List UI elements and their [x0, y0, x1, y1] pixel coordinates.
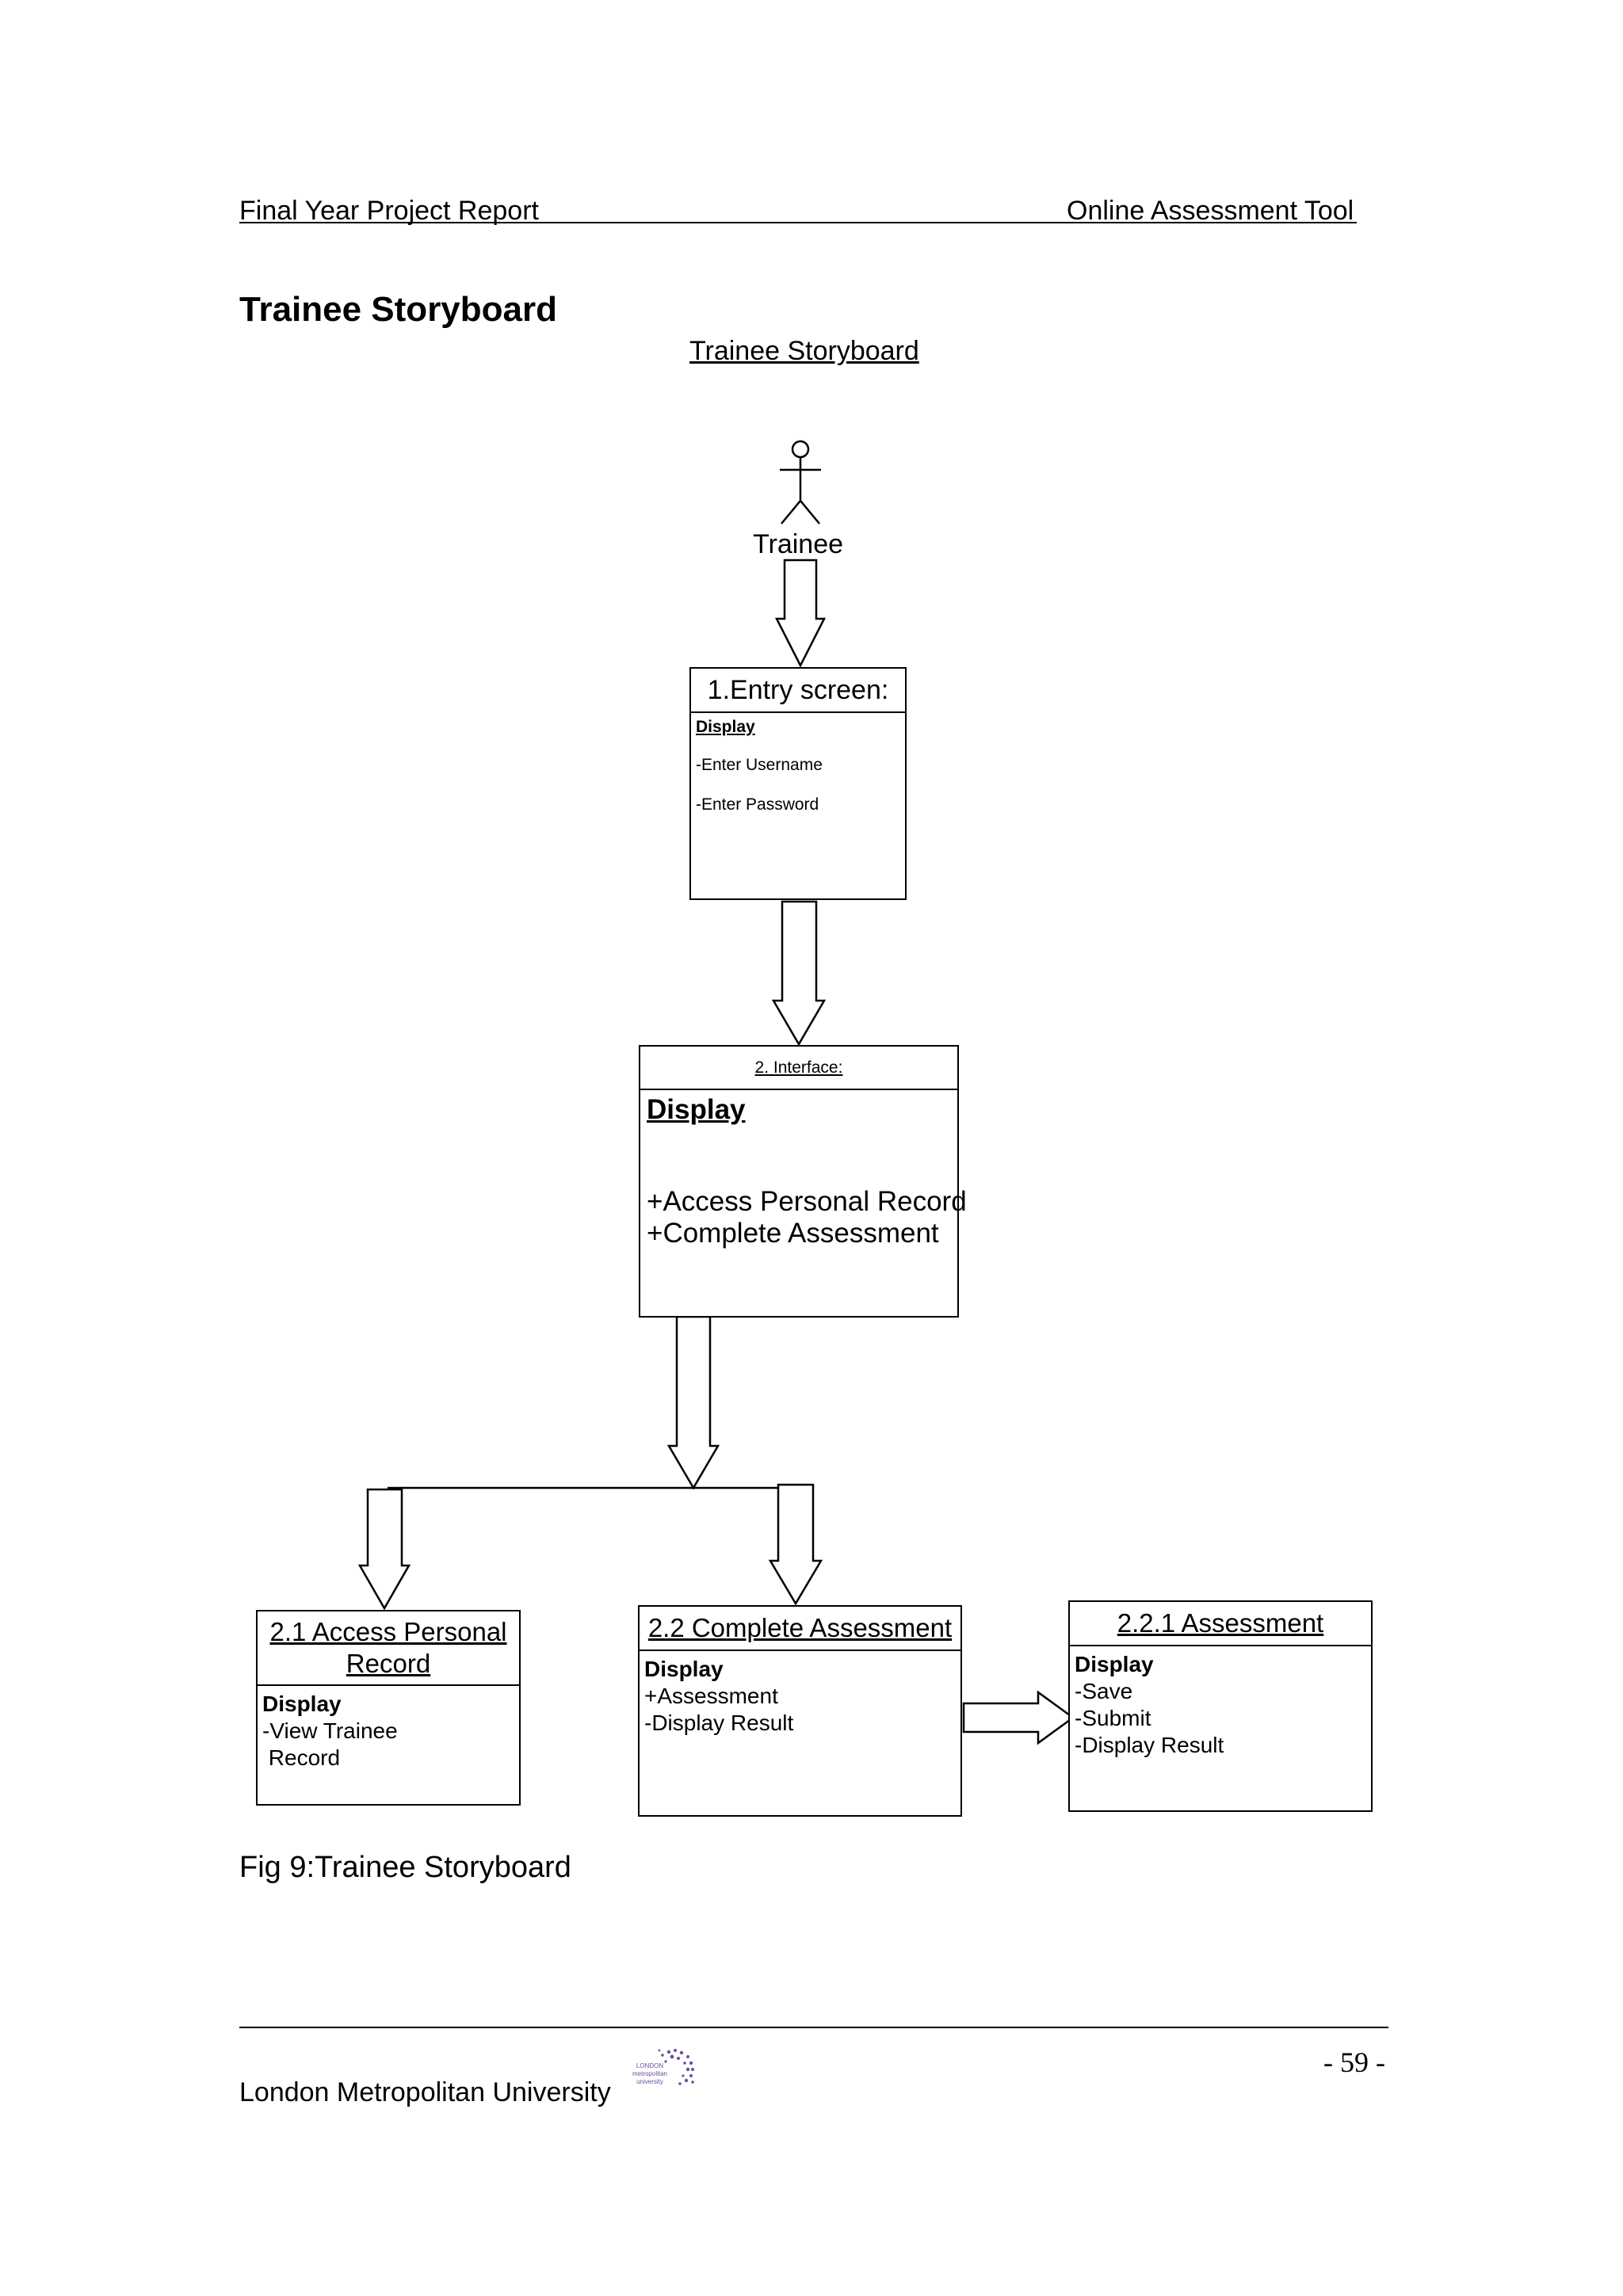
arrow-to-complete-assessment	[768, 1483, 823, 1606]
complete-assessment-box: 2.2 Complete Assessment Display +Assessm…	[638, 1605, 962, 1817]
footer-institution: London Metropolitan University	[239, 2077, 611, 2107]
interface-item-access-record: +Access Personal Record	[647, 1186, 967, 1217]
assessment-item-save: -Save	[1075, 1679, 1133, 1703]
complete-assessment-display-label: Display	[644, 1657, 724, 1681]
university-logo-icon: LONDON metropolitan university	[624, 2046, 701, 2103]
entry-screen-box: 1.Entry screen: Display -Enter Username …	[689, 667, 907, 900]
interface-box: 2. Interface: Display +Access Personal R…	[639, 1045, 967, 1318]
actor-figure-icon	[780, 440, 821, 524]
header-right: Online Assessment Tool	[1067, 196, 1354, 226]
page-number: - 59 -	[1323, 2046, 1385, 2078]
svg-text:LONDON: LONDON	[636, 2062, 663, 2069]
arrow-actor-to-entry	[774, 559, 827, 668]
access-record-item-record: Record	[262, 1745, 341, 1770]
access-record-box: 2.1 Access Personal Record Display -View…	[256, 1610, 521, 1806]
assessment-item-submit: -Submit	[1075, 1706, 1151, 1730]
arrow-entry-to-interface	[771, 900, 827, 1047]
entry-item-password: -Enter Password	[696, 795, 819, 814]
complete-assessment-item-result: -Display Result	[644, 1711, 794, 1735]
interface-item-complete-assessment: +Complete Assessment	[647, 1218, 939, 1249]
footer-rule	[239, 2027, 1388, 2028]
entry-display-label: Display	[696, 718, 755, 736]
header-rule	[239, 222, 1357, 223]
complete-assessment-item-assessment: +Assessment	[644, 1684, 778, 1708]
assessment-display-label: Display	[1075, 1652, 1154, 1676]
arrow-to-assessment	[962, 1690, 1075, 1745]
entry-screen-title: 1.Entry screen:	[691, 669, 905, 713]
actor-label: Trainee	[753, 529, 844, 559]
arrow-interface-to-branch	[666, 1315, 720, 1490]
access-record-item-view: -View Trainee	[262, 1718, 398, 1743]
svg-text:metropolitan: metropolitan	[632, 2070, 667, 2077]
assessment-item-result: -Display Result	[1075, 1733, 1224, 1757]
entry-item-username: -Enter Username	[696, 756, 823, 774]
svg-text:university: university	[636, 2078, 663, 2085]
access-record-title: 2.1 Access Personal Record	[258, 1611, 519, 1686]
figure-caption: Fig 9:Trainee Storyboard	[239, 1851, 571, 1884]
section-heading: Trainee Storyboard	[239, 290, 558, 329]
arrow-to-access-record	[357, 1488, 411, 1611]
complete-assessment-title: 2.2 Complete Assessment	[640, 1607, 960, 1651]
interface-display-label: Display	[647, 1094, 746, 1125]
assessment-title: 2.2.1 Assessment	[1070, 1602, 1371, 1646]
diagram-title: Trainee Storyboard	[689, 336, 919, 366]
access-record-display-label: Display	[262, 1691, 342, 1716]
assessment-box: 2.2.1 Assessment Display -Save -Submit -…	[1068, 1600, 1373, 1812]
header-left: Final Year Project Report	[239, 196, 539, 226]
interface-title: 2. Interface:	[640, 1047, 957, 1090]
